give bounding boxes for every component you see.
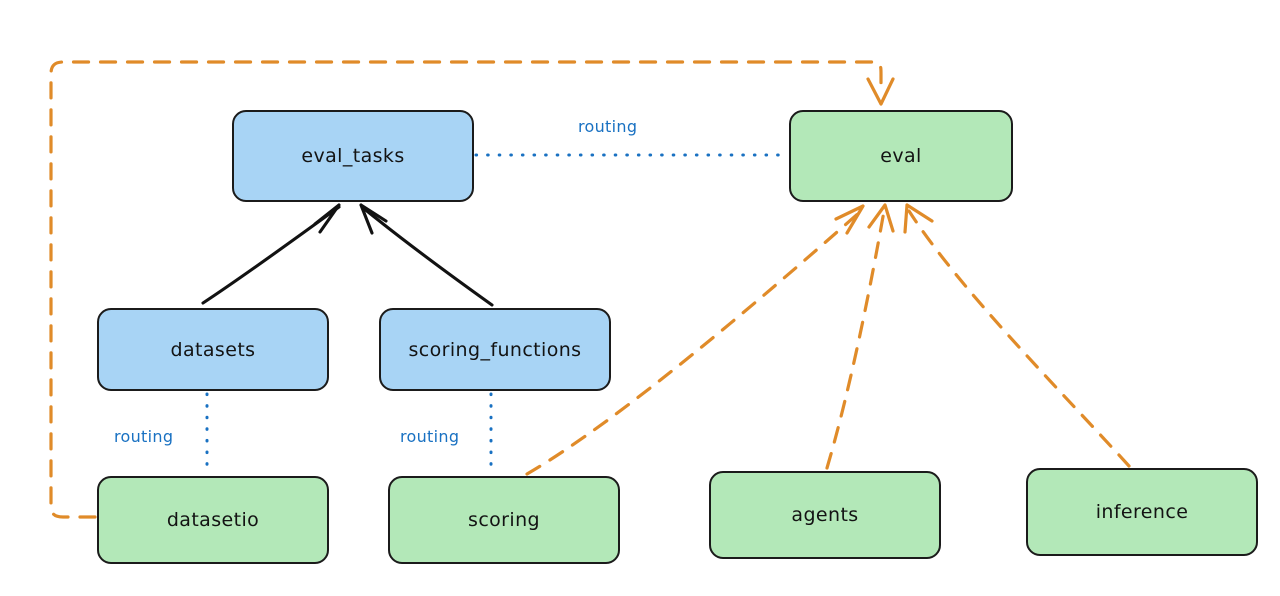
node-label-scoring-functions: scoring_functions bbox=[408, 338, 582, 361]
node-eval[interactable]: eval bbox=[789, 110, 1013, 202]
edge-scoring-functions-to-eval-tasks bbox=[359, 203, 494, 307]
node-label-agents: agents bbox=[791, 504, 859, 526]
edge-scoring-to-eval bbox=[525, 204, 865, 476]
edge-agents-to-eval bbox=[825, 203, 895, 470]
node-label-scoring: scoring bbox=[468, 509, 540, 531]
node-agents[interactable]: agents bbox=[709, 471, 941, 559]
node-eval-tasks[interactable]: eval_tasks bbox=[232, 110, 474, 202]
node-label-eval-tasks: eval_tasks bbox=[301, 145, 405, 167]
node-label-datasets: datasets bbox=[170, 338, 256, 361]
node-datasets[interactable]: datasets bbox=[97, 308, 329, 391]
node-inference[interactable]: inference bbox=[1026, 468, 1258, 556]
edge-label-routing-eval: routing bbox=[578, 117, 638, 136]
edge-label-routing-scoring: routing bbox=[400, 427, 460, 446]
node-scoring-functions[interactable]: scoring_functions bbox=[379, 308, 611, 391]
node-datasetio[interactable]: datasetio bbox=[97, 476, 329, 564]
edge-datasets-to-eval-tasks bbox=[201, 203, 341, 305]
node-label-eval: eval bbox=[880, 145, 922, 167]
edge-datasetio-to-eval bbox=[49, 60, 895, 519]
node-scoring[interactable]: scoring bbox=[388, 476, 620, 564]
node-label-inference: inference bbox=[1095, 501, 1189, 523]
node-label-datasetio: datasetio bbox=[166, 509, 260, 531]
edge-label-routing-datasetio: routing bbox=[114, 427, 174, 446]
edge-inference-to-eval bbox=[903, 203, 1131, 468]
